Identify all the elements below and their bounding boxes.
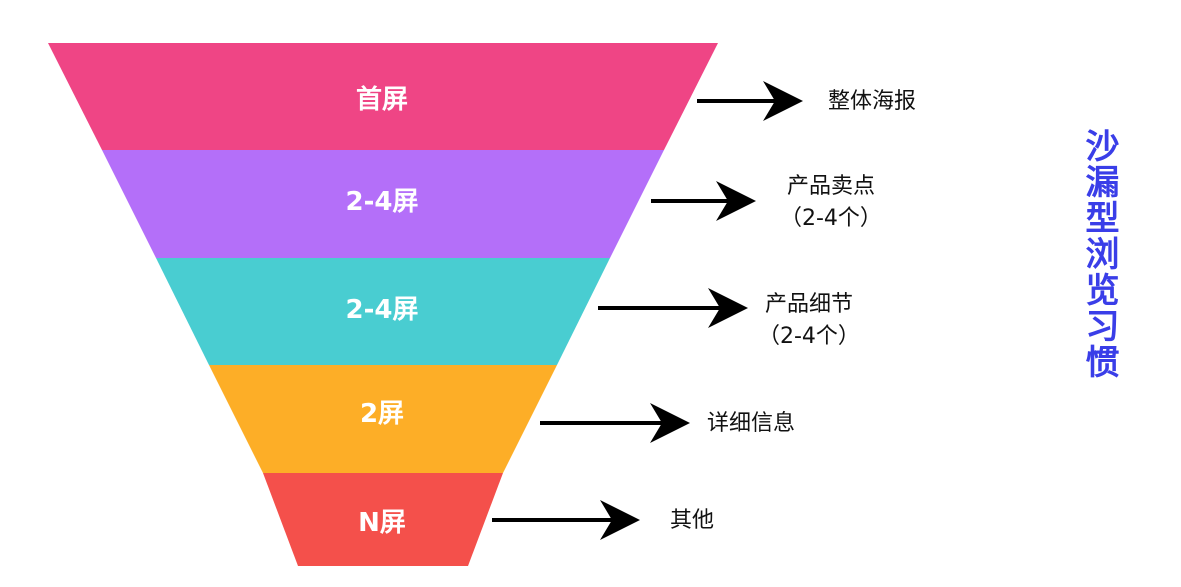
diagram-title: 沙漏型浏览习惯 [1079, 128, 1119, 380]
description-4: 详细信息 [707, 408, 795, 440]
funnel-layer-1 [48, 43, 718, 150]
funnel-layer-5 [263, 473, 503, 566]
funnel-layer-label-3: 2-4屏 [346, 295, 419, 325]
funnel-layer-label-2: 2-4屏 [346, 187, 419, 217]
description-1-line1: 整体海报 [828, 89, 917, 114]
description-2-line2: （2-4个） [780, 206, 882, 231]
funnel-layer-label-5: N屏 [358, 508, 406, 538]
description-1: 整体海报 [828, 86, 916, 118]
description-3-line1: 产品细节 [764, 292, 853, 317]
description-4-line1: 详细信息 [707, 411, 796, 436]
funnel-layer-label-4: 2屏 [360, 399, 404, 429]
description-2: 产品卖点 （2-4个） [780, 171, 882, 235]
funnel-layer-4 [209, 365, 557, 473]
funnel-layer-label-1: 首屏 [356, 84, 408, 115]
description-3-line2: （2-4个） [758, 324, 860, 349]
description-5: 其他 [670, 505, 714, 537]
funnel-layer-2 [102, 150, 664, 258]
description-2-line1: 产品卖点 [786, 174, 875, 199]
description-5-line1: 其他 [670, 508, 715, 533]
funnel-layer-3 [156, 258, 610, 365]
description-3: 产品细节 （2-4个） [758, 289, 860, 353]
